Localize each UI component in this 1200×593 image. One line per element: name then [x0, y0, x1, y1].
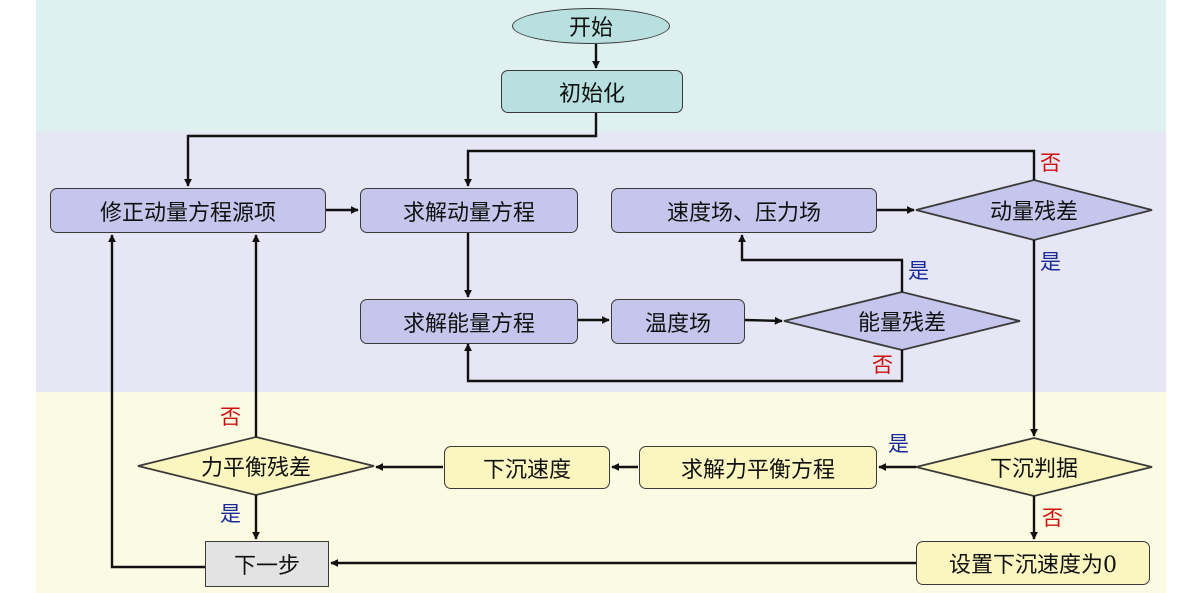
start-node: 开始 [512, 8, 670, 44]
energy-residual-label: 能量残差 [857, 311, 946, 336]
force-residual-label: 力平衡残差 [200, 456, 311, 481]
force-residual-diamond [137, 436, 375, 496]
temperature-label: 温度场 [644, 311, 711, 337]
arrow-next-step-loop [108, 234, 205, 569]
momentum-yes-tag: 是 [1040, 250, 1061, 274]
init-label: 初始化 [558, 81, 625, 107]
sink-no-tag: 否 [1042, 506, 1063, 530]
next-step-node: 下一步 [205, 541, 329, 587]
next-step-label: 下一步 [233, 554, 300, 579]
arrow-energy-yes [738, 234, 904, 292]
velocity-pressure-label: 速度场、压力场 [666, 200, 821, 226]
set-speed-zero-label: 设置下沉速度为0 [949, 553, 1117, 578]
fix-source-node: 修正动量方程源项 [50, 188, 326, 233]
solve-force-balance-label: 求解力平衡方程 [680, 457, 835, 483]
momentum-residual-diamond [915, 179, 1153, 241]
arrow-energy-no-loop [464, 343, 904, 383]
arrow-momentum-no-loop [464, 149, 1036, 187]
fix-source-label: 修正动量方程源项 [99, 200, 276, 226]
init-node: 初始化 [501, 70, 683, 113]
solve-momentum-node: 求解动量方程 [360, 188, 578, 233]
arrow-init-fix-source [184, 113, 598, 187]
sink-criterion-label: 下沉判据 [989, 457, 1078, 482]
force-yes-tag: 是 [220, 502, 241, 526]
band-flow-solver [36, 132, 1166, 392]
energy-yes-tag: 是 [908, 259, 929, 283]
solve-energy-label: 求解能量方程 [402, 311, 535, 337]
force-no-tag: 否 [220, 405, 241, 429]
set-speed-zero-node: 设置下沉速度为0 [916, 541, 1150, 585]
momentum-no-tag: 否 [1040, 151, 1061, 175]
energy-residual-diamond [783, 291, 1021, 351]
energy-no-tag: 否 [872, 353, 893, 377]
momentum-residual-label: 动量残差 [989, 200, 1078, 225]
arrow-temperature-energy-residual [744, 316, 783, 325]
sink-criterion-diamond [915, 437, 1153, 497]
solve-force-balance-node: 求解力平衡方程 [639, 446, 877, 489]
start-label: 开始 [568, 16, 613, 41]
sink-yes-tag: 是 [888, 432, 909, 456]
sink-speed-node: 下沉速度 [444, 446, 610, 489]
sink-speed-label: 下沉速度 [482, 457, 571, 483]
solve-momentum-label: 求解动量方程 [402, 200, 535, 226]
velocity-pressure-node: 速度场、压力场 [611, 188, 877, 233]
solve-energy-node: 求解能量方程 [360, 299, 578, 344]
temperature-node: 温度场 [611, 299, 745, 344]
